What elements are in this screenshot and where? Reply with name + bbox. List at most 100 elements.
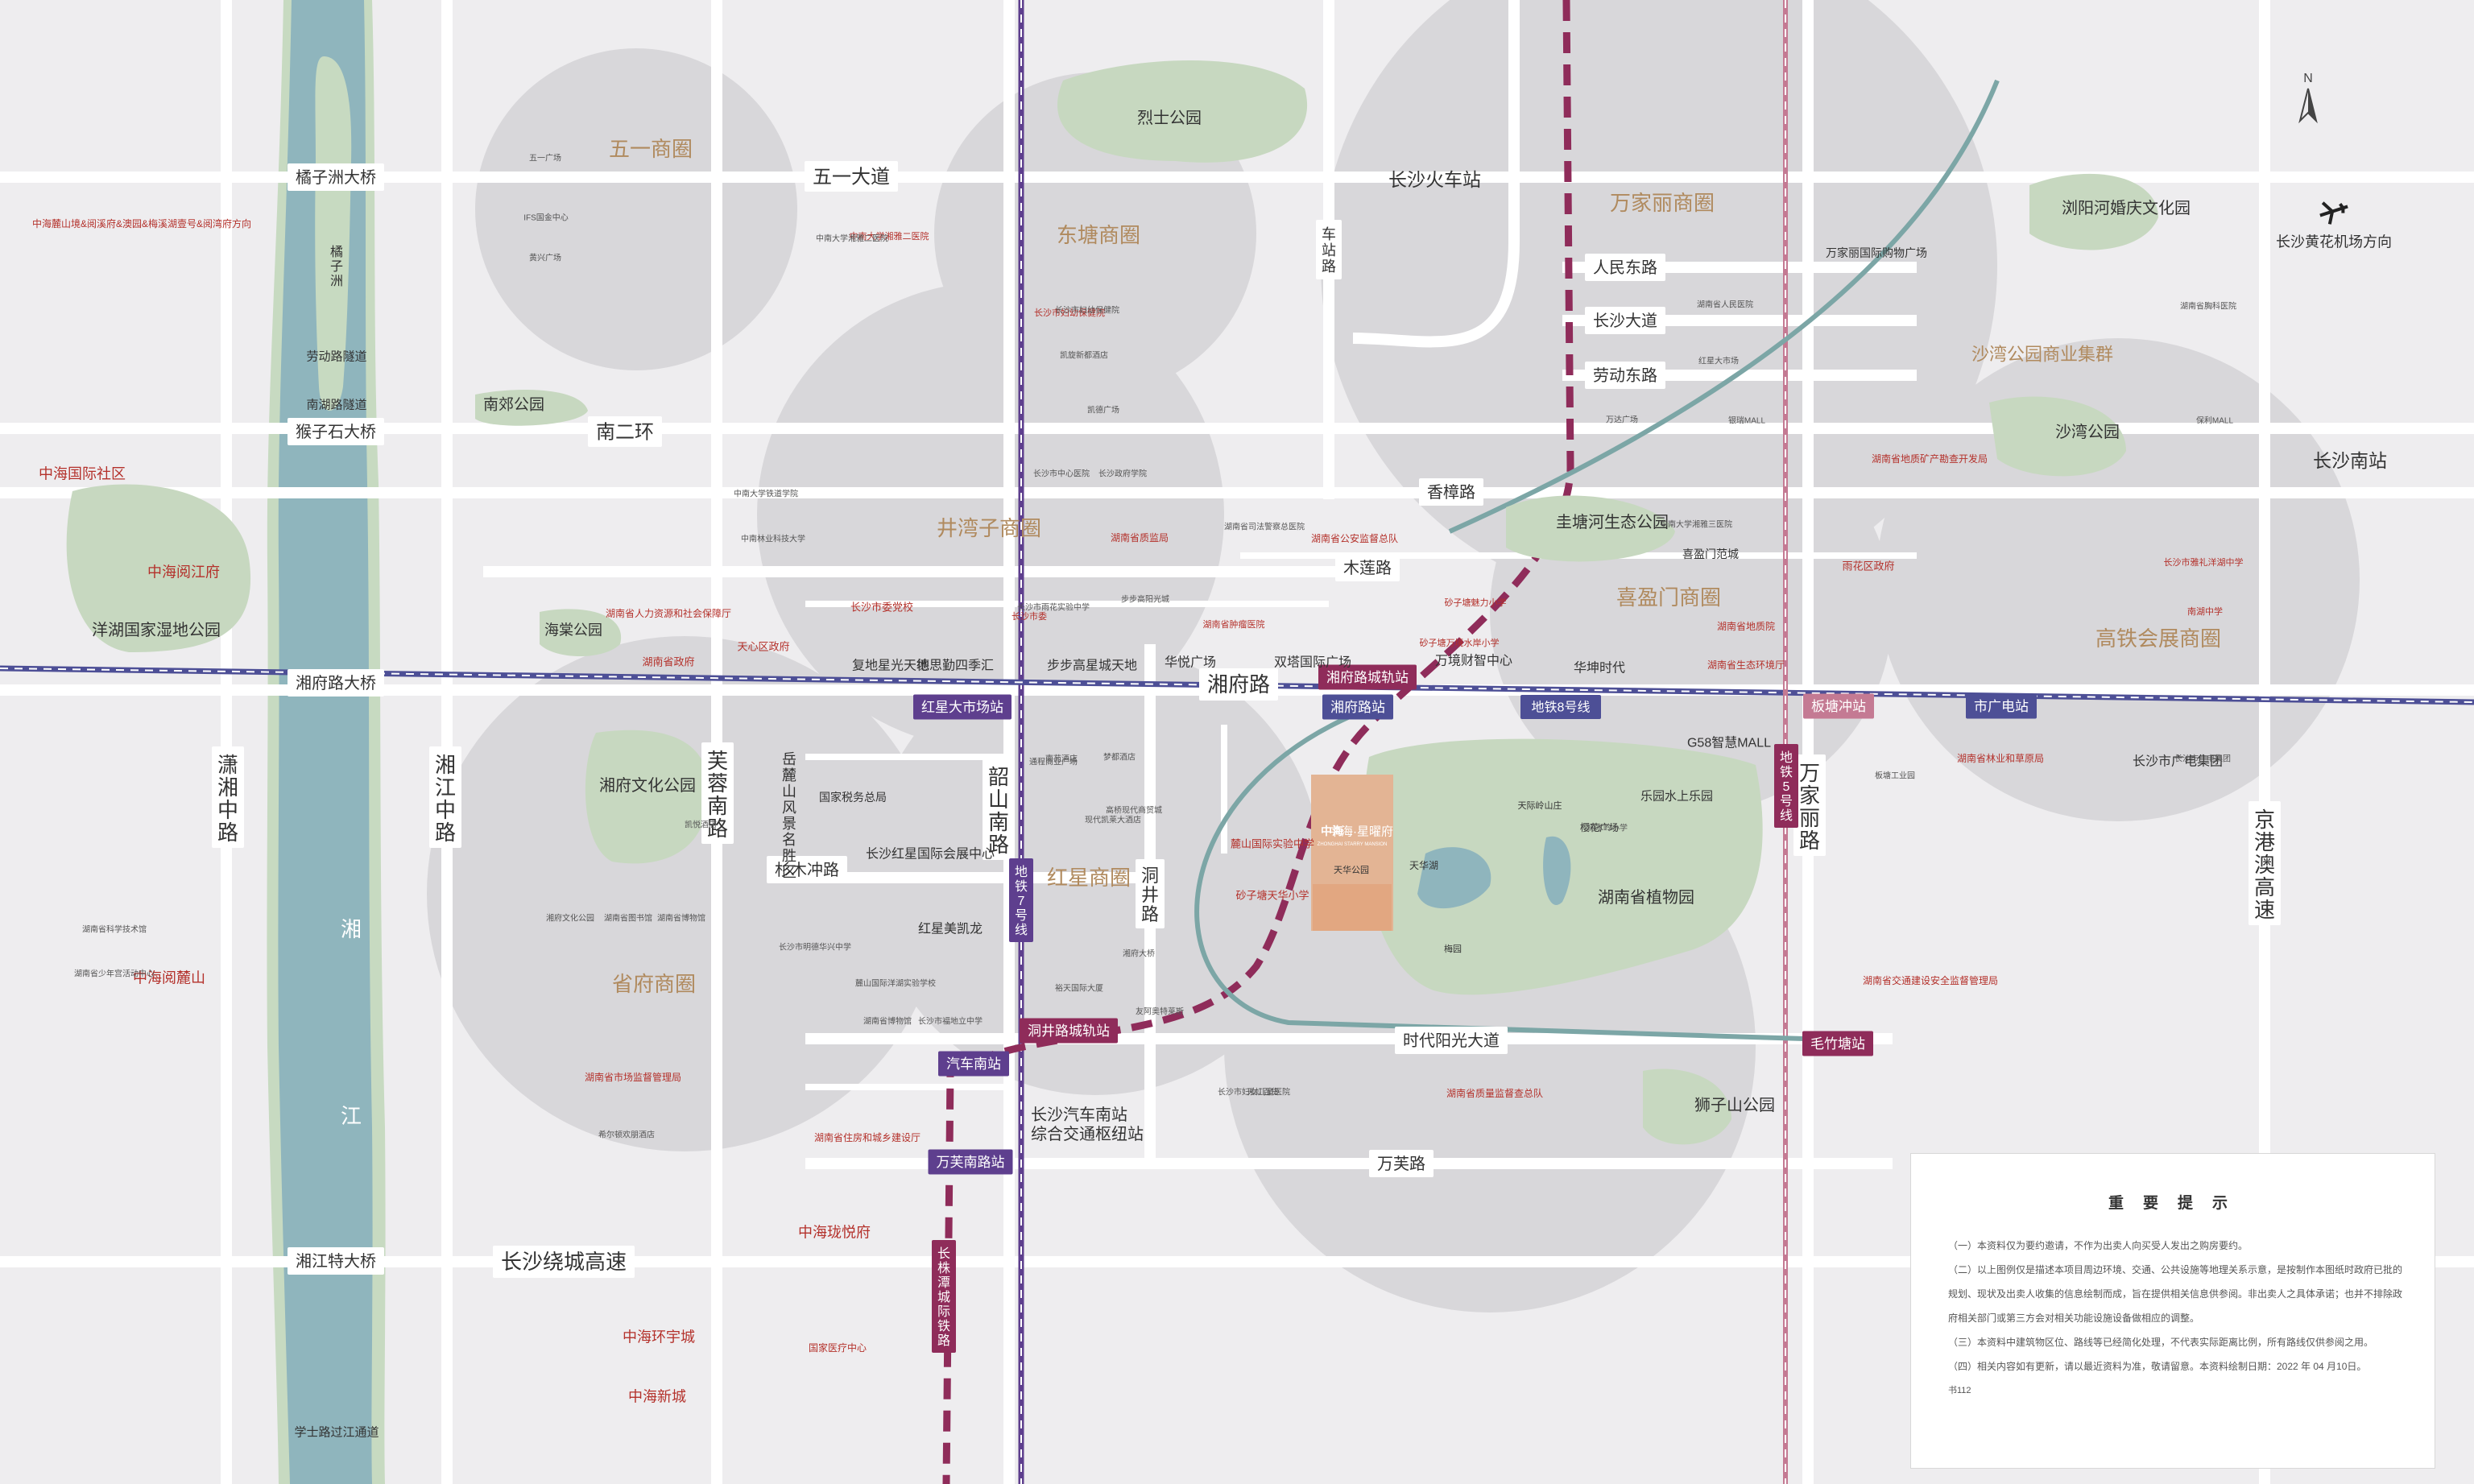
airplane-icon xyxy=(2319,201,2348,225)
label-e5a4a9e99985e5b2ade5b1b1e5ba84: 天际岭山庄 xyxy=(1518,800,1562,811)
label-e995bfe6b299e5b882e5a687e5b9bce4bf9de581: 长沙市妇幼保健院 xyxy=(1034,307,1105,318)
label-e58d97e6b996e8b7afe99aa7e98193: 南湖路隧道 xyxy=(306,398,366,411)
label-zhonghai20starry20mansion: ZHONGHAI STARRY MANSION xyxy=(1318,842,1388,847)
label-e6b996e58d97e79c81e59bbee4b9a6e9a686: 湖南省图书馆 xyxy=(604,913,652,924)
label-e4b990e59bade6b0b4e4b88ae4b990e59bad: 乐园水上乐园 xyxy=(1640,789,1713,803)
label-e6b996e58d97e79c81e8b4a8e9878fe79b91e79d: 湖南省质量监督查总队 xyxy=(1446,1087,1543,1099)
label-e78cb4e5ad90e79fb3e5a4a7e6a1a5: 猴子石大桥 xyxy=(296,423,376,441)
label-e8bda6e7ab99e8b7af-box xyxy=(1316,220,1342,279)
label-e4b887e88a99e58d97e8b7afe7ab99: 万芙南路站 xyxy=(937,1155,1005,1170)
label-e995bfe6a0aae6bdade59f8ee99985e99381e8b7: 长株潭城际铁路 xyxy=(937,1246,950,1348)
label-e587afe6978be696b0e983bde98592e5ba97: 凯旋新都酒店 xyxy=(1060,350,1108,361)
label-e4b8ade6b5b7e9ba93e5b1b1e5a28326e99885e6: 中海麓山境&阅溪府&澳园&梅溪湖壹号&阅湾府方向 xyxy=(32,217,251,229)
label-e5969ce79b88e997a8e59586e59c88: 喜盈门商圈 xyxy=(1616,585,1721,610)
label-e6b998e6b19fe4b8ade8b7af: 湘江中路 xyxy=(435,753,456,845)
label-e4b8ade58d97e69e97e4b89ae7a791e68a80e5a4: 中南林业科技大学 xyxy=(741,534,805,544)
label-e5a4a9e58d8ee585ace59bad: 天华公园 xyxy=(1334,864,1369,875)
label-e4ba94e4b880e5b9bfe59cba: 五一广场 xyxy=(529,153,561,163)
label-e5b882e5b9bfe794b5e7ab99-box xyxy=(1966,693,2037,719)
label-e9bb84e585b4e5b9bfe59cba: 黄兴广场 xyxy=(529,253,561,263)
label-e995bfe6b299e694bfe5ba9ce5ada6e999a2: 长沙政府学院 xyxy=(1098,469,1147,479)
label-e4b8ade6b5b7e99885e6b19fe5ba9c: 中海阅江府 xyxy=(147,564,220,580)
label-e995bfe6b299e5b882e99ba8e88ab1e5ae9ee9aa: 长沙市雨花实验中学 xyxy=(1017,602,1090,613)
label-e4b8ade6b5b7e78f91e682a6e5ba9c: 中海珑悦府 xyxy=(798,1224,871,1240)
xiangjiang-river xyxy=(267,0,386,1484)
notice-brand: 书112 xyxy=(1948,1386,1971,1395)
label-e6a998e5ad90e6b4b2e5a4a7e6a1a5: 橘子洲大桥 xyxy=(296,168,376,187)
label-e6b996e58d97e79c81e59cb0e8b4a8e999a2: 湖南省地质院 xyxy=(1717,620,1775,632)
label-e6b998e5ba9ce8b7afe59f8ee8bda8e7ab99-box xyxy=(1318,664,1417,690)
label-e587afe682a6e98592e5ba97: 凯悦酒店 xyxy=(685,820,717,830)
label-e6b996e58d97e79c81e5b091e5b9b4e5aeabe6b4: 湖南省少年宫活动中心 xyxy=(74,969,155,979)
label-e4b887e5aeb6e4b8bde8b7af: 万家丽路 xyxy=(1799,761,1820,853)
label-e78388e5a3abe585ace59bad: 烈士公园 xyxy=(1137,109,1202,127)
label-g58e699bae685a7mall: G58智慧MALL xyxy=(1687,736,1771,750)
label-e69ca8e88eb2e8b7af: 木莲路 xyxy=(1343,559,1392,577)
label-e4babae6b091e4b89ce8b7af: 人民东路 xyxy=(1593,258,1657,277)
label-e5b882e5b9bfe794b5e7ab99: 市广电站 xyxy=(1974,699,2029,714)
label-e4b8ade6b5b7e696b0e59f8e: 中海新城 xyxy=(628,1388,686,1404)
label-e6b996e58d97e79c81e882bfe798a4e58cbbe999: 湖南省肿瘤医院 xyxy=(1203,618,1265,630)
label-e5b2b3e9ba93e5b1b1e9a38ee699afe5908de883: 岳麓山风景名胜区 xyxy=(782,751,796,880)
label-e6b996e58d97e79c81e4baa4e9809ae5bbbae8ae: 湖南省交通建设安全监督管理局 xyxy=(1863,974,1998,986)
notice-item-3: （三）本资料中建筑物区位、路线等已经简化处理，不代表实际距离比例，所有路线仅供参… xyxy=(1948,1337,2374,1348)
label-e5a4a9e58d8ee6b996: 天华湖 xyxy=(1409,859,1438,871)
label-e4b8ade6b5b7e59bbde99985e7a4bee58cba: 中海国际社区 xyxy=(39,465,126,482)
label-e6b1bde8bda6e58d97e7ab99-box xyxy=(938,1051,1009,1077)
label-e6b998e5ba9ce69687e58c96e585ace59bad: 湘府文化公园 xyxy=(546,913,594,924)
label-e993b6e7919emall: 银瑞MALL xyxy=(1728,415,1766,426)
label-e6b998e5ba9ce8b7afe5a4a7e6a1a5: 湘府路大桥 xyxy=(296,674,376,692)
label-e4b887e88a99e58d97e8b7afe7ab99-box xyxy=(928,1149,1013,1175)
label-e88a99e89389e58d97e8b7af: 芙蓉南路 xyxy=(707,749,728,841)
label-e69dbfe5a198e586b2e7ab99-box xyxy=(1803,693,1874,719)
label-e8a395e5a4a9e59bbde99985e5a4a7e58ea6: 裕天国际大厦 xyxy=(1055,983,1103,994)
label-e58d8ee682a6e5b9bfe59cba: 华悦广场 xyxy=(1165,655,1216,670)
label-e6b58fe998b3e6b2b3e5a99ae5ba86e69687e58c: 浏阳河婚庆文化园 xyxy=(2062,199,2191,217)
label-e6b49ee4ba95e8b7afe59f8ee8bda8e7ab99-box xyxy=(1020,1018,1118,1044)
notice-item-4: （四）相关内容如有更新，请以最近资料为准，敬请留意。本资料绘制日期：2022 年… xyxy=(1948,1361,2367,1372)
label-e4bf9de588a9mall: 保利MALL xyxy=(2196,415,2234,426)
label-e6b998: 湘 xyxy=(341,917,362,941)
compass-label: N xyxy=(2303,72,2313,85)
compass-icon xyxy=(2298,88,2318,124)
label-e995bfe6b299e9bb84e88ab1e69cbae59cbae696: 长沙黄花机场方向 xyxy=(2276,234,2392,250)
notice-title: 重要提示 xyxy=(2108,1195,2247,1212)
label-e995bfe6b299e5a4a7e98193-box xyxy=(1585,307,1665,334)
label-e995bfe6b299e5a4a7e98193: 长沙大道 xyxy=(1593,312,1657,330)
label-e7baa2e6989fe59586e59c88: 红星商圈 xyxy=(1047,866,1131,890)
label-e58ab3e58aa8e4b89ce8b7af-box xyxy=(1585,362,1665,389)
label-e6b996e58d97e79c81e5b882e59cbae79b91e79d: 湖南省市场监督管理局 xyxy=(585,1071,681,1083)
label-e6b996e58d97e79c81e8b4a8e79b91e5b180: 湖南省质监局 xyxy=(1111,531,1169,544)
label-e4babae6b091e4b89ce8b7af-box xyxy=(1585,254,1665,281)
label-e7a082e5ad90e5a198e5a4a9e58d8ee5b08fe5ad: 砂子塘天华小学 xyxy=(1235,890,1309,902)
label-e6bd87e6b998e4b8ade8b7af-box xyxy=(212,746,244,848)
label-e995bfe6b299e5b882e5a794e5859ae6a0a1: 长沙市委党校 xyxy=(850,601,913,614)
label-e59cb0e993817e58fb7e7babf-box xyxy=(1009,858,1033,942)
label-e69ca8e88eb2e8b7af-box xyxy=(1335,554,1400,581)
label-e6b996e58d97e79c81e4babae6b091e58cbbe999: 湖南省人民医院 xyxy=(1697,300,1753,310)
label-e58ab3e58aa8e4b89ce8b7af: 劳动东路 xyxy=(1593,366,1657,385)
label-e6b998e5ba9ce8b7afe59f8ee8bda8e7ab99: 湘府路城轨站 xyxy=(1326,670,1409,685)
label-e7baa2e6989fe5a4a7e5b882e59cbae7ab99-box xyxy=(913,694,1012,720)
label-e59cade5a198e6b2b3e7949fe68081e585ace59b: 圭塘河生态公园 xyxy=(1556,513,1669,531)
label-e7baa2e6989fe7be8ee587afe9be99: 红星美凯龙 xyxy=(918,922,983,936)
botanical-lakes xyxy=(1417,836,1571,909)
label-e4b8ade58d97e5a4a7e5ada6e6b998e99b85e4ba: 中南大学湘雅二医院 xyxy=(850,230,929,242)
label-e5a4a9e5bf83e58cbae694bfe5ba9c: 天心区政府 xyxy=(737,641,789,653)
label-e6b998e6b19fe789b9e5a4a7e6a1a5-box xyxy=(288,1247,384,1275)
project-block[interactable] xyxy=(1311,775,1393,931)
label-e4b8ade6b5b7e99885e9ba93e5b1b1: 中海阅麓山 xyxy=(133,969,205,986)
label-e69dbfe5a198e5b7a5e4b89ae59bad: 板塘工业园 xyxy=(1875,771,1915,781)
label-e6b998e5ba9ce8b7afe7ab99: 湘府路站 xyxy=(1330,700,1385,715)
label-e58d8ee59da4e697b6e4bba3: 华坤时代 xyxy=(1574,661,1625,676)
label-e587afe5beb7e5b9bfe59cba: 凯德广场 xyxy=(1087,405,1119,415)
label-e6af9be7abb9e5a198e7ab99: 毛竹塘站 xyxy=(1810,1036,1865,1052)
label-e995bfe6b299e5b882e5b9bfe794b5e99b86e59b: 长沙市广电集团 xyxy=(2174,754,2231,764)
label-e6a998e5ad90e6b4b2e5a4a7e6a1a5-box xyxy=(288,163,384,191)
label-e69d89e69ca8e586b2e8b7af: 杉木冲路 xyxy=(775,861,839,879)
label-e58d97e4ba8ce78eaf: 南二环 xyxy=(596,421,654,443)
label-e9a699e6a89fe8b7af-box xyxy=(1419,478,1483,506)
label-e69d89e69ca8e586b2e8b7af-box xyxy=(767,856,847,883)
label-e4ba94e4b880e5a4a7e98193-box xyxy=(805,161,898,192)
